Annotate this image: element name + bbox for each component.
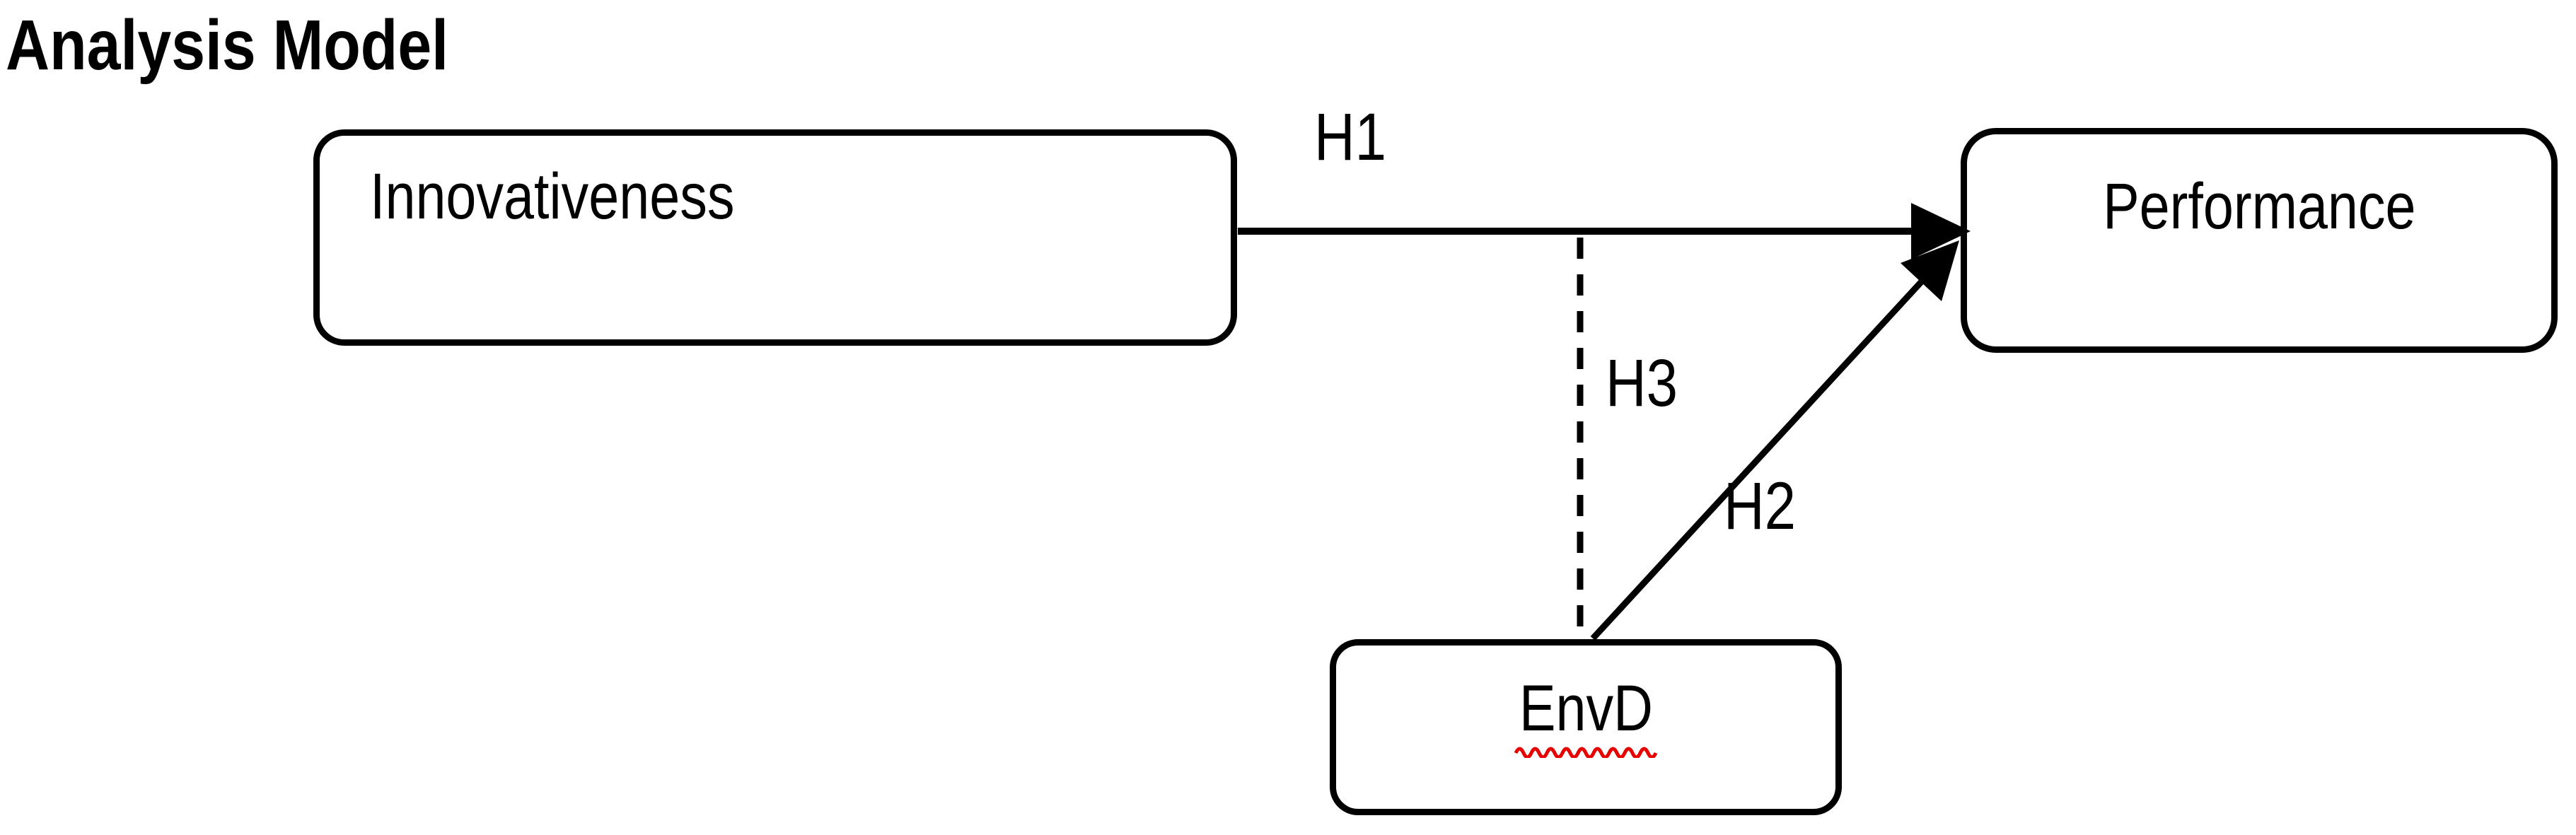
h2-arrowhead-icon (1901, 240, 1959, 301)
edge-label-h3: H3 (1606, 346, 1678, 421)
diagram-title: Analysis Model (6, 6, 449, 85)
node-innovativeness-label: Innovativeness (370, 160, 735, 233)
node-performance-label: Performance (2102, 170, 2416, 243)
spellcheck-squiggle-icon (1514, 747, 1657, 758)
node-envd[interactable]: EnvD (1330, 639, 1842, 815)
node-performance[interactable]: Performance (1961, 128, 2558, 353)
h1-arrowhead-icon (1911, 203, 1971, 259)
node-innovativeness[interactable]: Innovativeness (313, 129, 1237, 346)
node-envd-label: EnvD (1519, 672, 1653, 745)
edge-label-h2: H2 (1724, 469, 1797, 544)
edge-label-h1: H1 (1314, 100, 1387, 175)
h2-arrow-line[interactable] (1590, 279, 1924, 641)
